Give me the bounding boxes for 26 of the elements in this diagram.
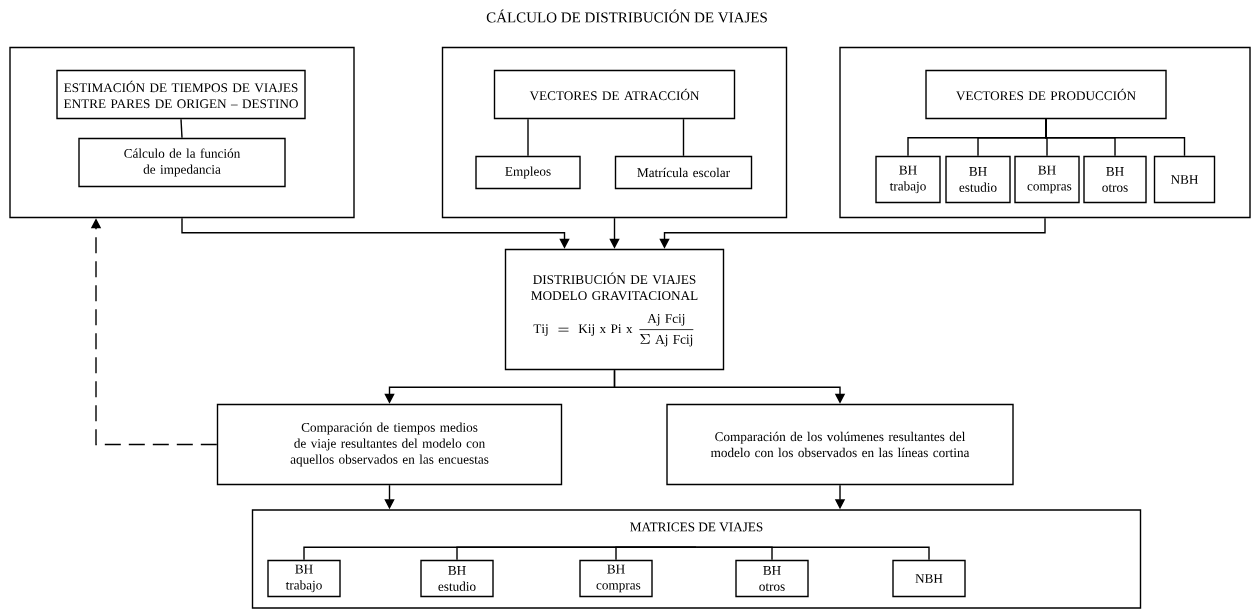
connector-line (1045, 118, 1186, 157)
process-box: BH otros (1083, 155, 1147, 204)
connector-line (695, 546, 930, 561)
process-box: BH estudio (945, 155, 1011, 204)
process-box: Comparación de los volúmenes resultantes del modelo con los observados en las líneas cortina (666, 403, 1014, 486)
process-box: BH otros (735, 559, 809, 598)
process-box: BH compras (579, 559, 653, 598)
process-box: BH compras (1014, 155, 1080, 204)
process-box: Cálculo de la función de impedancia (78, 137, 286, 188)
connector-line (682, 118, 685, 157)
process-box: BH estudio (420, 559, 494, 598)
process-box: NBH (1153, 155, 1216, 204)
process-box: VECTORES DE PRODUCCIÓN (925, 69, 1167, 120)
connector-line (527, 118, 529, 157)
model-box: DISTRIBUCIÓN DE VIAJES MODELO GRAVITACIONAL $\mathrm{Tij} = \mathrm{Kij\ x\ Pi\ x}\ \frac{\mathrm{Aj\ Fcij}}{\Sigma\ \mathrm{Aj\ Fcij}}$ (504, 248, 725, 371)
process-box: BH trabajo (875, 155, 941, 204)
process-box: Empleos (475, 155, 581, 190)
connector-line (180, 118, 183, 139)
process-box: Comparación de tiempos medios de viaje resultantes del modelo con aquellos observados en las encuestas (216, 403, 563, 486)
connector-line (615, 546, 698, 561)
diagram-title: CÁLCULO DE DISTRIBUCIÓN DE VIAJES (486, 9, 767, 23)
process-box: BH trabajo (267, 559, 341, 598)
process-box: Matrícula escolar (614, 155, 753, 190)
process-box: ESTIMACIÓN DE TIEMPOS DE VIAJES ENTRE PARES DE ORIGEN – DESTINO (56, 69, 306, 120)
process-box: VECTORES DE ATRACCIÓN (493, 69, 736, 120)
process-box: NBH (892, 559, 966, 598)
